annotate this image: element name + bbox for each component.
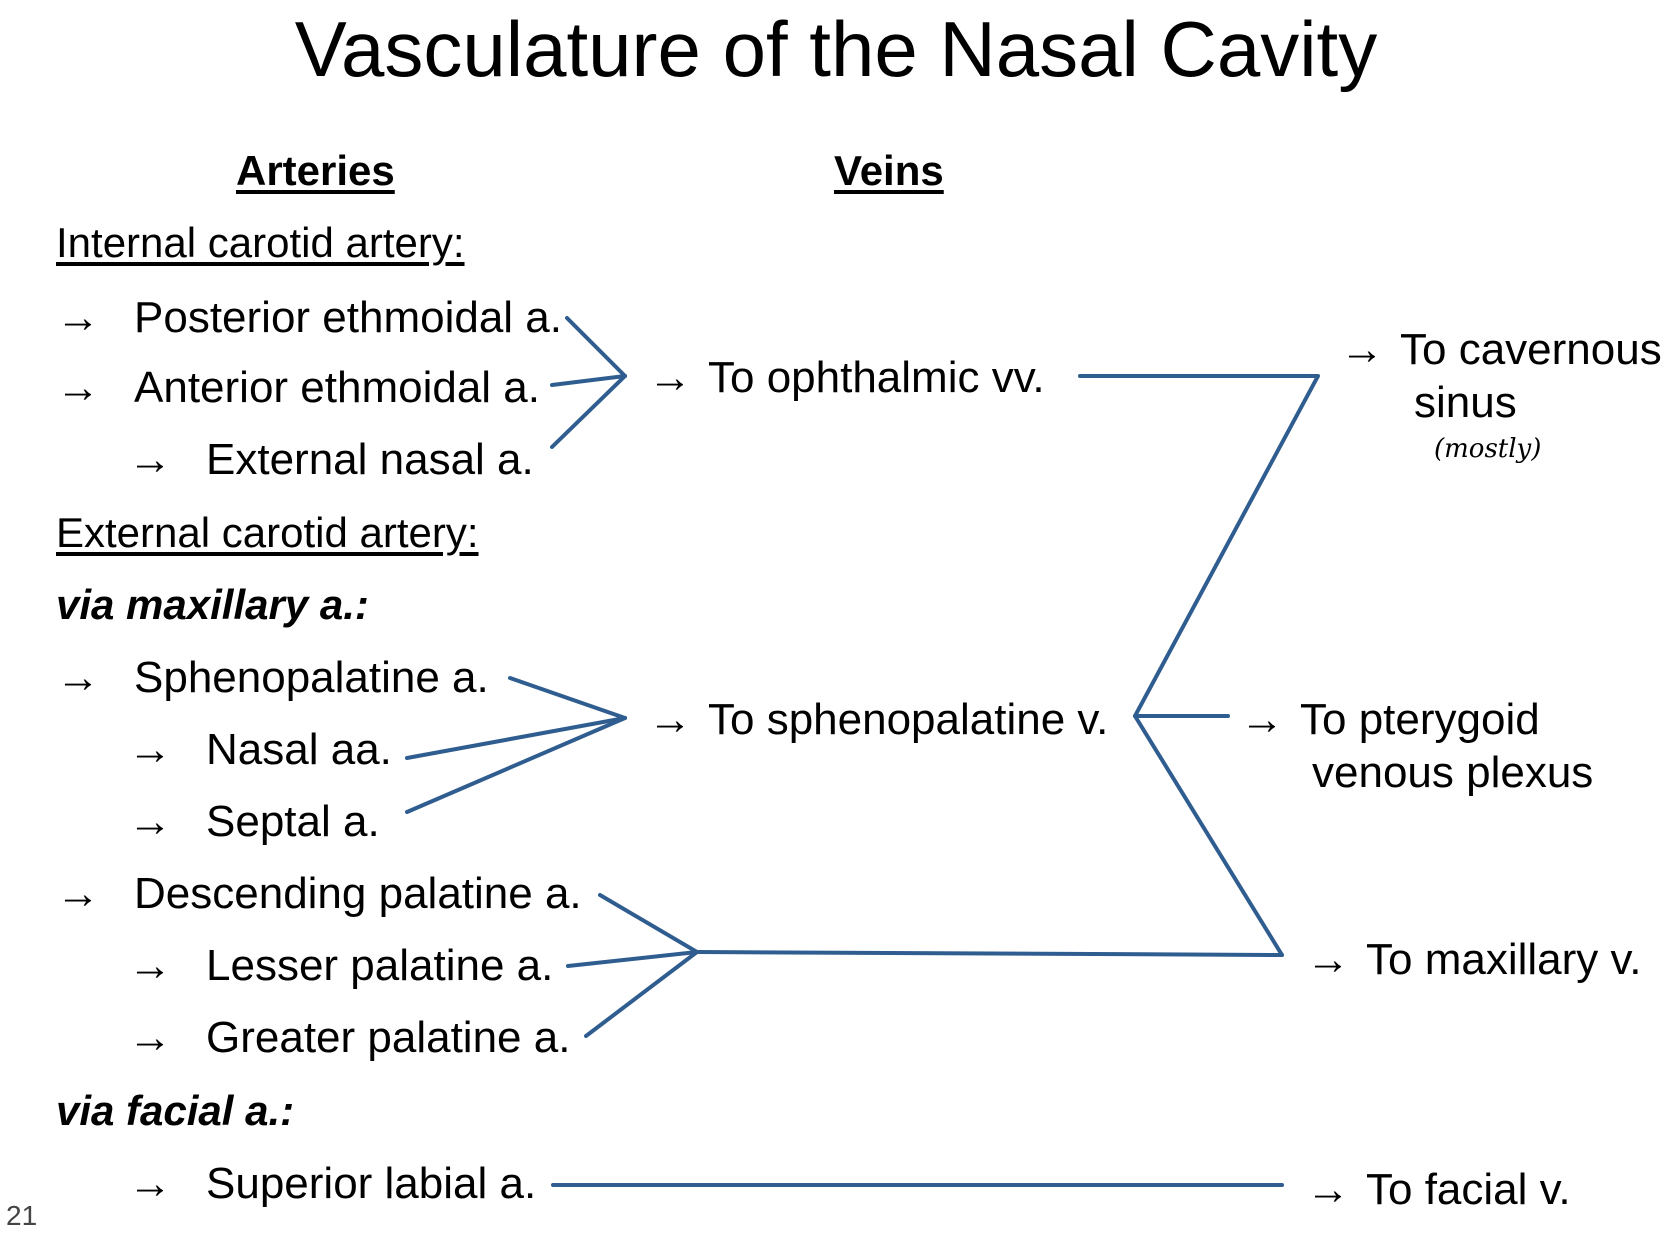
arrow-icon: → [56, 653, 100, 702]
page-number: 21 [6, 1200, 38, 1231]
dest-label: To facial v. [1366, 1165, 1571, 1214]
arrow-icon: → [128, 1159, 172, 1208]
line-posterior-ethmoidal [565, 316, 627, 378]
arrow-icon: → [128, 435, 172, 484]
section-via-maxillary: via maxillary a.: [56, 581, 369, 628]
line-lesser-palatine [566, 950, 699, 968]
artery-label: Lesser palatine a. [206, 941, 554, 990]
artery-nasal-aa: → Nasal aa. [128, 728, 392, 772]
line-anterior-ethmoidal [550, 374, 627, 387]
line-external-nasal [550, 374, 627, 449]
arrow-icon: → [1340, 325, 1384, 374]
artery-label: Superior labial a. [206, 1159, 537, 1208]
artery-label: External nasal a. [206, 435, 534, 484]
arteries-header: Arteries [236, 147, 395, 194]
line-sphenopalatine-maxillary [1133, 714, 1284, 957]
vein-sphenopalatine: → To sphenopalatine v. [648, 698, 1108, 742]
line-septal [405, 716, 627, 814]
line-ophthalmic-cavernous [1078, 374, 1320, 718]
artery-label: Descending palatine a. [134, 869, 582, 918]
artery-lesser-palatine: → Lesser palatine a. [128, 944, 553, 988]
dest-pterygoid-plexus: → To pterygoid venous plexus [1240, 694, 1593, 800]
arrow-icon: → [128, 725, 172, 774]
artery-posterior-ethmoidal: → Posterior ethmoidal a. [56, 296, 562, 340]
arrow-icon: → [128, 797, 172, 846]
page-title: Vasculature of the Nasal Cavity [294, 5, 1378, 93]
arrow-icon: → [648, 353, 692, 402]
dest-label-line2: venous plexus [1312, 747, 1594, 797]
vein-label: To ophthalmic vv. [708, 353, 1045, 402]
arrow-icon: → [56, 869, 100, 918]
section-via-facial: via facial a.: [56, 1087, 295, 1134]
arrow-icon: → [56, 363, 100, 412]
arrow-icon: → [128, 1013, 172, 1062]
artery-superior-labial: → Superior labial a. [128, 1162, 536, 1206]
dest-label: To maxillary v. [1366, 935, 1642, 984]
dest-label: To pterygoid [1300, 695, 1540, 744]
artery-label: Posterior ethmoidal a. [134, 293, 562, 342]
artery-label: Greater palatine a. [206, 1013, 571, 1062]
vein-label: To sphenopalatine v. [708, 695, 1109, 744]
artery-sphenopalatine: → Sphenopalatine a. [56, 656, 489, 700]
artery-greater-palatine: → Greater palatine a. [128, 1016, 570, 1060]
dest-facial-v: → To facial v. [1306, 1164, 1571, 1217]
line-descending-palatine [598, 893, 699, 954]
arrow-icon: → [1240, 695, 1284, 744]
section-external-carotid: External carotid artery: [56, 509, 479, 556]
artery-label: Nasal aa. [206, 725, 392, 774]
veins-header: Veins [834, 147, 944, 194]
artery-label: Septal a. [206, 797, 380, 846]
artery-label: Anterior ethmoidal a. [134, 363, 540, 412]
artery-label: Sphenopalatine a. [134, 653, 489, 702]
dest-maxillary-v: → To maxillary v. [1306, 934, 1641, 987]
dest-label-line2: sinus [1414, 377, 1517, 427]
line-palatine-maxillary [695, 950, 1284, 957]
arrow-icon: → [56, 293, 100, 342]
arrow-icon: → [128, 941, 172, 990]
line-greater-palatine [584, 950, 699, 1038]
dest-label: To cavernous [1400, 325, 1662, 374]
artery-descending-palatine: → Descending palatine a. [56, 872, 582, 916]
arrow-icon: → [648, 695, 692, 744]
handwritten-note: (mostly) [1434, 434, 1542, 464]
section-internal-carotid: Internal carotid artery: [56, 219, 465, 266]
artery-anterior-ethmoidal: → Anterior ethmoidal a. [56, 366, 540, 410]
dest-cavernous-sinus: → To cavernous sinus [1340, 324, 1662, 430]
line-nasal-aa [405, 716, 627, 760]
arrow-icon: → [1306, 935, 1350, 984]
line-sphenopalatine [508, 676, 627, 720]
artery-septal: → Septal a. [128, 800, 380, 844]
vein-ophthalmic: → To ophthalmic vv. [648, 356, 1045, 400]
artery-external-nasal: → External nasal a. [128, 438, 534, 482]
arrow-icon: → [1306, 1165, 1350, 1214]
